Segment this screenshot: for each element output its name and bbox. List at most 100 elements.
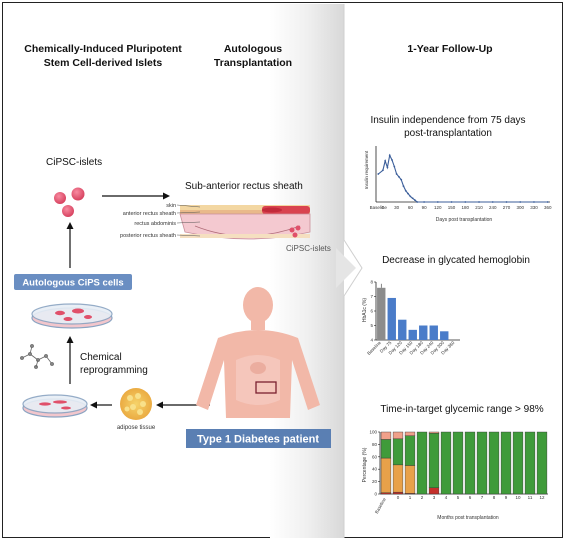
- panel1-title-line1: Insulin independence from 75 days: [370, 115, 525, 126]
- p3-bar-segment: [392, 431, 404, 440]
- p3-x-tick-label: 3: [433, 495, 436, 500]
- p1-x-tick-label: 300: [516, 205, 524, 210]
- rectus-sheath-diagram: [179, 205, 311, 240]
- panel1-xlabel: Days post transplantation: [436, 217, 493, 223]
- p1-point: [388, 154, 391, 157]
- p1-x-tick-label: 0: [382, 205, 385, 210]
- molecule-icon: [20, 344, 54, 369]
- p1-point: [381, 169, 384, 172]
- panel1-title-line2: post-transplantation: [404, 128, 492, 139]
- p3-x-tick-label: 6: [469, 495, 472, 500]
- p3-bar-segment: [452, 431, 464, 495]
- p1-point: [519, 201, 522, 203]
- column-divider: [343, 4, 363, 538]
- p2-bar: [377, 287, 386, 340]
- panel2-ylabel: HbA1c (%): [362, 298, 368, 323]
- p2-y-tick-label: 8: [370, 280, 373, 285]
- p3-bar-segment: [404, 435, 416, 466]
- p1-point: [397, 175, 400, 178]
- cells-label: Autologous CiPS cells: [22, 278, 123, 289]
- layer-label-rectus: rectus abdominis: [134, 221, 176, 227]
- p2-bar: [429, 325, 438, 340]
- panel3-title: Time-in-target glycemic range > 98%: [380, 404, 543, 415]
- right-title: 1-Year Follow-Up: [407, 43, 492, 55]
- petri-dish-cips: [31, 303, 113, 329]
- p1-series-line: [377, 153, 548, 203]
- adipose-tissue-icon: [120, 388, 152, 420]
- p1-point: [391, 159, 393, 161]
- flow-chevron: [336, 248, 356, 288]
- mid-title-line1: Autologous: [224, 43, 282, 55]
- p1-point: [464, 201, 467, 203]
- p2-bar: [408, 329, 417, 340]
- p1-point: [416, 201, 419, 203]
- p1-x-tick-label: 270: [503, 205, 511, 210]
- p3-bar-segment: [476, 431, 488, 495]
- p2-bar: [387, 297, 396, 340]
- p1-x-tick-label: 240: [489, 205, 497, 210]
- p3-bar-segment: [428, 431, 440, 434]
- p1-point: [533, 201, 535, 203]
- p1-x-tick-label: 30: [394, 205, 400, 210]
- p1-x-tick-label: 360: [544, 205, 552, 210]
- adipose-label: adipose tissue: [117, 425, 156, 431]
- arrow-head: [156, 401, 163, 409]
- p3-bar-segment: [380, 457, 392, 493]
- p3-bar-segment: [404, 431, 416, 436]
- panel2-title: Decrease in glycated hemoglobin: [382, 255, 530, 266]
- islet-cluster: [54, 187, 85, 217]
- p1-point: [407, 192, 409, 195]
- p1-point: [377, 173, 380, 175]
- p3-x-tick-label: 8: [493, 495, 496, 500]
- p1-x-tick-label: 60: [408, 205, 414, 210]
- p3-x-tick-label: 1: [409, 495, 412, 500]
- islets-label: CiPSC-islets: [46, 157, 102, 168]
- p1-point: [436, 201, 439, 203]
- surgery-islets-tag: CiPSC-islets: [286, 244, 331, 253]
- arrow-head: [90, 401, 97, 409]
- p3-bar-segment: [488, 431, 500, 495]
- surgery-title: Sub-anterior rectus sheath: [185, 181, 303, 192]
- p3-bar-segment: [536, 431, 548, 495]
- p1-x-tick-label: 120: [434, 205, 442, 210]
- p3-bar-segment: [392, 464, 404, 493]
- p3-x-tick-label: 0: [397, 495, 400, 500]
- p2-y-tick-label: 4: [370, 338, 373, 343]
- mid-title-line2: Transplantation: [214, 57, 292, 69]
- p3-y-tick-label: 0: [374, 492, 377, 497]
- arrow-head: [163, 192, 170, 200]
- p3-x-tick-label: 12: [539, 495, 545, 500]
- p3-bar-segment: [380, 439, 392, 459]
- p3-y-tick-label: 60: [372, 454, 378, 459]
- mini-islets-icon: [289, 225, 301, 238]
- p3-bar-segment: [440, 431, 452, 495]
- chem-label-line1: Chemical: [80, 352, 122, 363]
- patient-label: Type 1 Diabetes patient: [197, 434, 319, 446]
- p3-bar-segment: [428, 433, 440, 488]
- p3-y-tick-label: 100: [369, 430, 377, 435]
- p1-point: [384, 160, 387, 162]
- p3-bar-segment: [428, 487, 440, 495]
- p3-x-tick-label: 9: [505, 495, 508, 500]
- p1-x-tick-label: Baseline: [370, 205, 388, 210]
- center-shade: [270, 4, 344, 538]
- p1-point: [546, 201, 549, 203]
- p3-x-tick-label: 2: [421, 495, 424, 500]
- p2-bar: [419, 325, 428, 340]
- cells-label-box: [14, 274, 132, 290]
- p1-point: [491, 201, 494, 203]
- p1-x-tick-label: 330: [530, 205, 538, 210]
- patient-label-box: [186, 429, 331, 448]
- p1-x-tick-label: 150: [448, 205, 456, 210]
- p1-point: [409, 195, 412, 198]
- p3-x-tick-label: Baseline: [374, 497, 387, 515]
- p3-y-tick-label: 40: [372, 467, 378, 472]
- layer-label-anterior: anterior rectus sheath: [123, 211, 176, 217]
- p2-bar: [398, 319, 407, 340]
- p3-y-tick-label: 80: [372, 442, 378, 447]
- layer-label-posterior: posterior rectus sheath: [120, 233, 176, 239]
- p1-point: [402, 185, 405, 188]
